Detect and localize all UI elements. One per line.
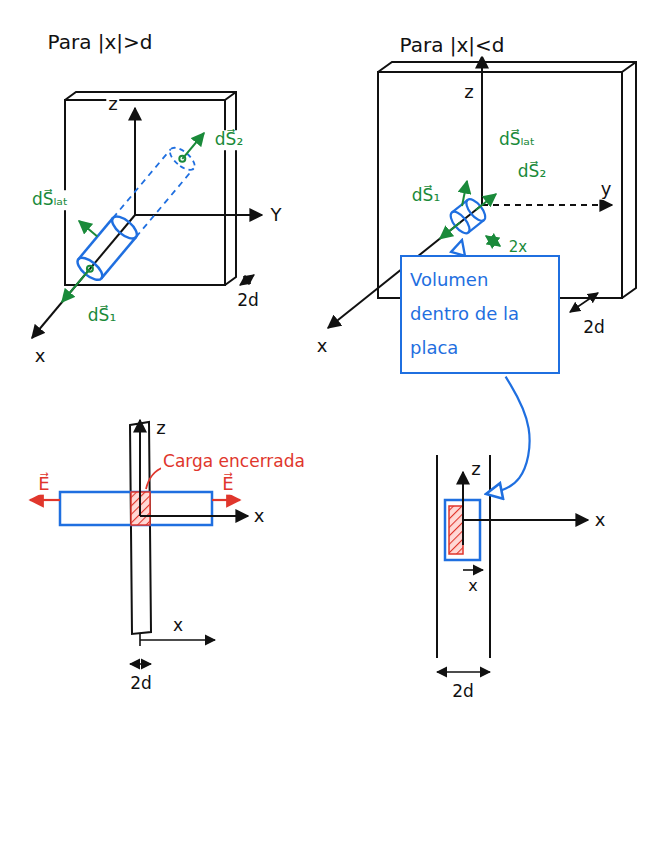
dimension-label: 2d — [450, 682, 476, 702]
area-vector — [62, 269, 90, 302]
heading: Para |x|<d — [397, 34, 506, 57]
axis-label: x — [33, 346, 48, 367]
axis-line — [463, 519, 588, 521]
axis-line — [462, 472, 464, 545]
gauss-cylinder — [468, 220, 484, 233]
axis-label: z — [469, 459, 482, 480]
axis-line — [482, 204, 600, 206]
gauss-cylinder — [60, 492, 212, 525]
heading: Para |x|>d — [45, 31, 154, 54]
dimension-label: x — [171, 616, 185, 636]
area-vector — [440, 223, 460, 239]
vector-label: dS⃗₂ — [213, 130, 245, 150]
gauss-cylinder — [109, 212, 141, 242]
field-arrow — [30, 499, 60, 501]
vector-label: E⃗ — [36, 474, 51, 495]
vector-label: E⃗ — [220, 474, 235, 495]
axis-label: z — [462, 82, 475, 103]
slab-section — [436, 455, 438, 658]
pointer-arrow — [486, 377, 530, 494]
area-vector — [476, 194, 496, 210]
dimension-arrow — [130, 663, 151, 665]
enclosed-charge — [449, 506, 463, 554]
dimension-label: x — [466, 577, 479, 595]
dimension-arrow — [570, 293, 598, 312]
gauss-cylinder — [74, 144, 198, 284]
axis-label: z — [154, 418, 167, 439]
field-arrow — [30, 499, 240, 501]
axis-line — [32, 108, 262, 338]
area-vector — [462, 181, 467, 206]
axis-line — [139, 420, 141, 516]
gauss-cylinder — [101, 237, 136, 278]
dimension-arrow — [570, 293, 598, 312]
vector-label: dS⃗ₗₐₜ — [497, 130, 537, 150]
area-vector — [62, 133, 204, 302]
axis-label: x — [593, 510, 608, 531]
gauss-cylinder — [136, 168, 194, 237]
box-text: Volumen dentro de la placa — [410, 263, 550, 366]
area-vector — [440, 181, 500, 246]
dimension-label: 2d — [235, 291, 261, 311]
dimension-arrow — [463, 569, 483, 571]
gauss-cylinder — [113, 149, 171, 218]
area-vector — [486, 236, 500, 246]
dimension-label: 2d — [128, 674, 154, 694]
dimension-label: 2d — [581, 318, 607, 338]
slab-outline — [65, 92, 236, 285]
gauss-cylinder — [60, 492, 212, 525]
gauss-cylinder — [452, 200, 468, 213]
dimension-arrow — [140, 639, 215, 641]
annotation: Carga encerrada — [161, 452, 307, 472]
axis-label: Y — [269, 205, 284, 226]
axis-line — [600, 204, 612, 206]
axis-line — [463, 472, 588, 545]
axis-label: y — [599, 179, 614, 200]
callout-box: Volumen dentro de la placa — [400, 255, 560, 374]
slab-outline — [65, 100, 225, 285]
axis-label: z — [106, 94, 119, 115]
gauss-cylinder — [78, 218, 113, 259]
axis-line — [481, 56, 483, 205]
dimension-arrow — [240, 275, 254, 285]
dimension-arrow — [130, 634, 215, 664]
vector-label: dS⃗ₗₐₜ — [30, 190, 70, 210]
dimension-arrow — [437, 570, 490, 672]
area-vector — [79, 221, 97, 237]
pointer-arrow — [486, 377, 530, 494]
gauss-cylinder — [447, 196, 488, 236]
field-arrow — [212, 499, 240, 501]
axis-label: x — [315, 336, 330, 357]
slab-section — [437, 455, 490, 658]
dimension-arrow — [240, 275, 254, 285]
pointer-arrow — [458, 240, 462, 254]
pointer-arrow — [458, 240, 462, 254]
axis-line — [134, 108, 136, 215]
axis-label: x — [252, 506, 267, 527]
vector-label: dS⃗₂ — [516, 162, 548, 182]
area-vector — [182, 133, 204, 159]
vector-label: dS⃗₁ — [86, 306, 118, 326]
vector-label: dS⃗₁ — [410, 186, 442, 206]
dimension-arrow — [437, 671, 490, 673]
slab-outline — [65, 92, 236, 285]
axis-line — [140, 515, 248, 517]
enclosed-charge — [449, 506, 463, 554]
slab-section — [489, 455, 491, 658]
